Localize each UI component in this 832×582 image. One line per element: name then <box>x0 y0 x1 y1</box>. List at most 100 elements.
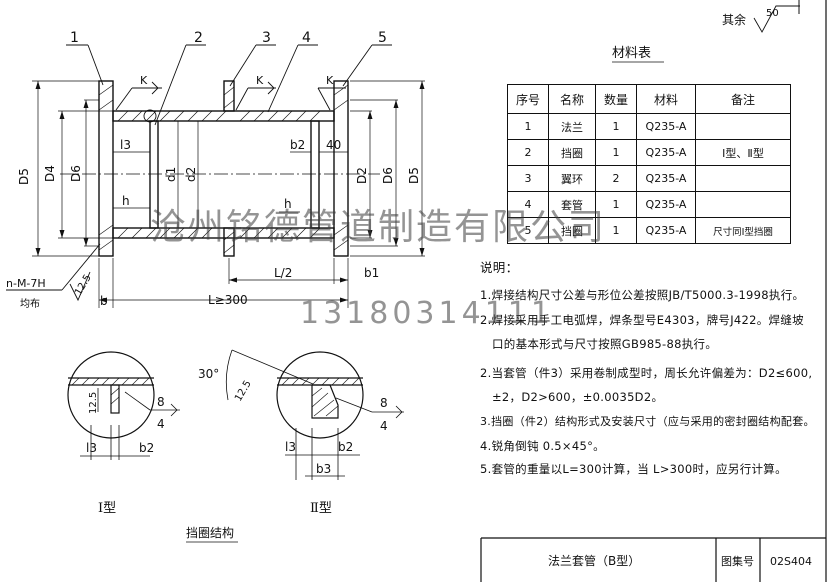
cell: 2 <box>507 139 549 166</box>
cell: Ⅰ型、Ⅱ型 <box>695 139 791 166</box>
detail1-roughness: 12.5 <box>88 392 99 414</box>
dim-D5-left: D5 <box>17 168 31 185</box>
dim-D5-right: D5 <box>407 167 421 184</box>
hole-note: 均布 <box>20 298 40 310</box>
note-line-1: 1.焊接结构尺寸公差与形位公差按照JB/T5000.3-1998执行。 <box>480 288 805 302</box>
col-index: 序号 <box>507 84 549 114</box>
hole-label: n-M-7H <box>6 277 46 290</box>
part-number-4: 4 <box>302 30 311 46</box>
dim-40: 40 <box>326 138 341 152</box>
cell <box>695 191 791 218</box>
roughness-label: 其余 <box>722 12 746 27</box>
detail-type2 <box>276 351 364 439</box>
detail1-weld-top: 8 <box>157 395 165 409</box>
col-remark: 备注 <box>695 84 791 114</box>
detail1-type: Ⅰ型 <box>98 501 116 516</box>
cell: 套管 <box>548 191 596 218</box>
table-row: 2 挡圈 1 Q235-A Ⅰ型、Ⅱ型 <box>507 139 791 166</box>
cell: 尺寸同Ⅰ型挡圈 <box>695 217 791 244</box>
cell: 挡圈 <box>548 139 596 166</box>
detail2-l3: l3 <box>285 440 296 454</box>
part-number-2: 2 <box>194 30 203 46</box>
dim-D6-right: D6 <box>381 167 395 184</box>
cell <box>695 113 791 140</box>
dim-b2: b2 <box>290 138 305 152</box>
cell: Q235-A <box>636 165 696 192</box>
detail2-roughness: 12.5 <box>233 379 254 404</box>
dim-L-half: L/2 <box>274 266 292 280</box>
detail1-b2: b2 <box>139 441 154 455</box>
col-name: 名称 <box>548 84 596 114</box>
note-line-5: ±2，D2>600，±0.0035D2。 <box>492 390 664 404</box>
note-line-7: 4.锐角倒钝 0.5×45°。 <box>480 439 605 453</box>
detail2-b2: b2 <box>338 440 353 454</box>
detail2-angle: 30° <box>198 367 219 381</box>
dim-h-right: h <box>284 197 292 211</box>
detail2-weld-bottom: 4 <box>380 419 388 433</box>
col-material: 材料 <box>636 84 696 114</box>
dim-L-min: L≥300 <box>208 293 248 307</box>
roughness-side: 12.5 <box>73 273 94 298</box>
part-number-1: 1 <box>70 30 79 46</box>
note-line-6: 3.挡圈（件2）结构形式及安装尺寸（应与采用的密封圈结构配套。 <box>480 415 815 428</box>
table-row: 4 套管 1 Q235-A <box>507 191 791 218</box>
cell: 1 <box>595 139 637 166</box>
retaining-ring-left <box>149 120 159 229</box>
cell: Q235-A <box>636 217 696 244</box>
cell: Q235-A <box>636 139 696 166</box>
cell: 1 <box>507 113 549 140</box>
sleeve-wall-bottom <box>112 227 335 239</box>
dim-D4: D4 <box>43 165 57 182</box>
weld-k-3: K <box>326 74 334 87</box>
cell: 2 <box>595 165 637 192</box>
dim-b1: b1 <box>364 266 379 280</box>
dim-b: b <box>100 294 108 308</box>
table-row: 1 法兰 1 Q235-A <box>507 113 791 140</box>
atlas-number: 02S404 <box>770 555 812 568</box>
sleeve-wall-top <box>112 110 335 122</box>
note-line-4: 2.当套管（件3）采用卷制成型时，周长允许偏差为：D2≤600, <box>480 366 813 380</box>
left-flange <box>98 80 114 257</box>
cell: 挡圈 <box>548 217 596 244</box>
weld-k-2: K <box>256 74 264 87</box>
dim-d1: d1 <box>164 167 178 182</box>
detail2-type: Ⅱ型 <box>310 501 332 516</box>
note-line-3: 口的基本形式与尺寸按照GB985-88执行。 <box>492 337 718 351</box>
note-line-2: 2.焊接采用手工电弧焊，焊条型号E4303，牌号J422。焊缝坡 <box>480 313 804 327</box>
material-table-header: 序号 名称 数量 材料 备注 <box>507 84 791 114</box>
cell: Q235-A <box>636 191 696 218</box>
detail1-weld-bottom: 4 <box>157 417 165 431</box>
sleeve-main-view <box>60 80 380 257</box>
cell <box>695 165 791 192</box>
retaining-ring-right <box>310 120 320 229</box>
cell: 5 <box>507 217 549 244</box>
material-table-title: 材料表 <box>612 46 651 61</box>
drawing-title: 法兰套管（B型） <box>548 553 640 568</box>
cell: Q235-A <box>636 113 696 140</box>
roughness-value: 50 <box>766 8 779 19</box>
dim-l3: l3 <box>120 138 131 152</box>
detail1-l3: l3 <box>86 441 97 455</box>
weld-k-1: K <box>140 74 148 87</box>
note-line-8: 5.套管的重量以L=300计算，当 L>300时，应另行计算。 <box>480 462 787 476</box>
cell: 1 <box>595 113 637 140</box>
table-row: 5 挡圈 1 Q235-A 尺寸同Ⅰ型挡圈 <box>507 217 791 244</box>
col-qty: 数量 <box>595 84 637 114</box>
detail2-b3: b3 <box>316 462 331 476</box>
right-flange <box>333 80 349 257</box>
cell: 翼环 <box>548 165 596 192</box>
table-row: 3 翼环 2 Q235-A <box>507 165 791 192</box>
detail2-weld-top: 8 <box>380 396 388 410</box>
dim-h-left: h <box>122 194 130 208</box>
dim-d2: d2 <box>184 167 198 182</box>
part-number-3: 3 <box>262 30 271 46</box>
material-table: 序号 名称 数量 材料 备注 1 法兰 1 Q235-A 2 挡圈 1 Q235… <box>507 84 791 244</box>
cell: 3 <box>507 165 549 192</box>
cell: 法兰 <box>548 113 596 140</box>
notes-title: 说明： <box>480 260 519 275</box>
cell: 4 <box>507 191 549 218</box>
cell: 1 <box>595 191 637 218</box>
part-number-5: 5 <box>378 30 387 46</box>
detail-caption: 挡圈结构 <box>186 525 234 540</box>
